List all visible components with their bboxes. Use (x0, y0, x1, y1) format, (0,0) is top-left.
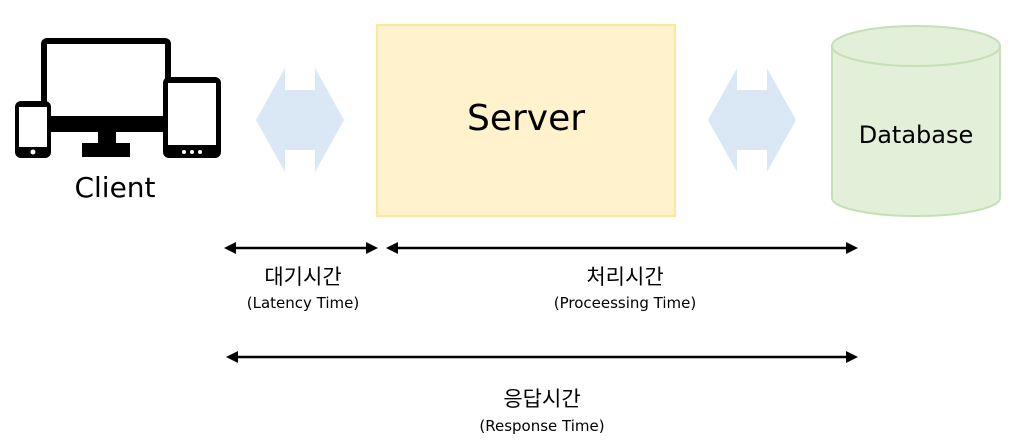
client-label: Client (74, 171, 156, 204)
server-database-connector (708, 68, 796, 172)
response-subtitle: (Response Time) (479, 417, 605, 435)
client-server-connector (256, 68, 344, 172)
processing-arrow (386, 242, 858, 254)
latency-arrow (224, 242, 378, 254)
processing-subtitle: (Proceessing Time) (553, 294, 697, 312)
latency-title: 대기시간 (264, 265, 342, 289)
server-label: Server (466, 98, 586, 139)
latency-subtitle: (Latency Time) (246, 294, 360, 312)
database-label: Database (858, 121, 974, 149)
database-cylinder (831, 25, 1001, 217)
processing-title: 처리시간 (586, 265, 664, 289)
devices-icon (15, 38, 221, 158)
response-arrow (226, 351, 858, 363)
server-box (376, 24, 676, 217)
response-title: 응답시간 (503, 387, 581, 411)
